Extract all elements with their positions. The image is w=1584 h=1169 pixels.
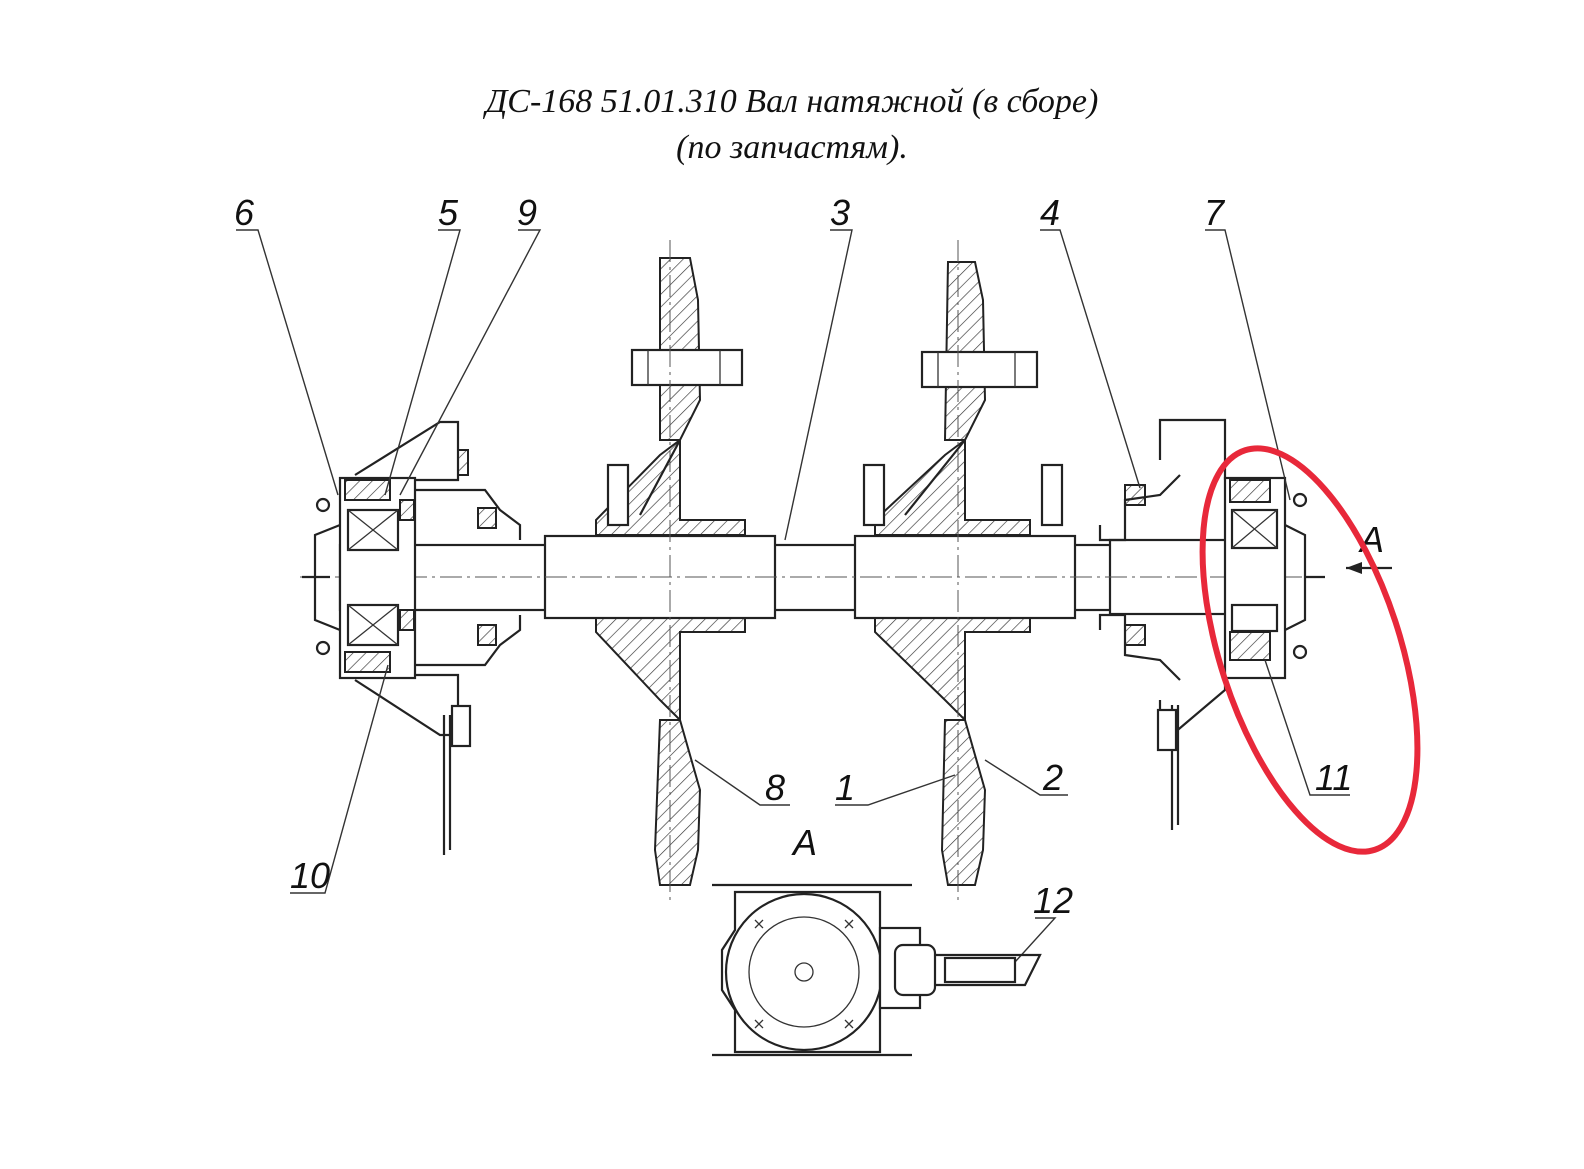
callout-11: 11 <box>1315 757 1352 798</box>
left-sprocket <box>595 240 746 900</box>
callout-9: 9 <box>517 192 537 233</box>
callout-2: 2 <box>1042 757 1063 798</box>
callout-7: 7 <box>1204 192 1226 233</box>
drawing-title-line2: (по запчастям). <box>676 129 908 166</box>
left-bearing-housing <box>302 420 522 855</box>
callout-numbers: 6 5 9 3 4 7 11 2 1 8 10 12 <box>234 192 1352 921</box>
view-a-label: А <box>791 822 817 863</box>
callout-3: 3 <box>830 192 850 233</box>
callout-10: 10 <box>290 855 330 896</box>
callout-5: 5 <box>438 192 459 233</box>
right-sprocket <box>862 240 1064 900</box>
callout-leaders <box>236 229 1350 963</box>
callout-6: 6 <box>234 192 255 233</box>
callout-8: 8 <box>765 767 785 808</box>
callout-1: 1 <box>835 767 855 808</box>
highlight-ellipse <box>1199 445 1421 855</box>
callout-12: 12 <box>1033 880 1073 921</box>
right-bearing-housing <box>1098 418 1325 830</box>
main-shaft <box>300 534 1320 620</box>
view-a: А <box>712 822 1042 1057</box>
callout-4: 4 <box>1040 192 1060 233</box>
drawing-title-line1: ДС-168 51.01.310 Вал натяжной (в сборе) <box>485 83 1099 120</box>
